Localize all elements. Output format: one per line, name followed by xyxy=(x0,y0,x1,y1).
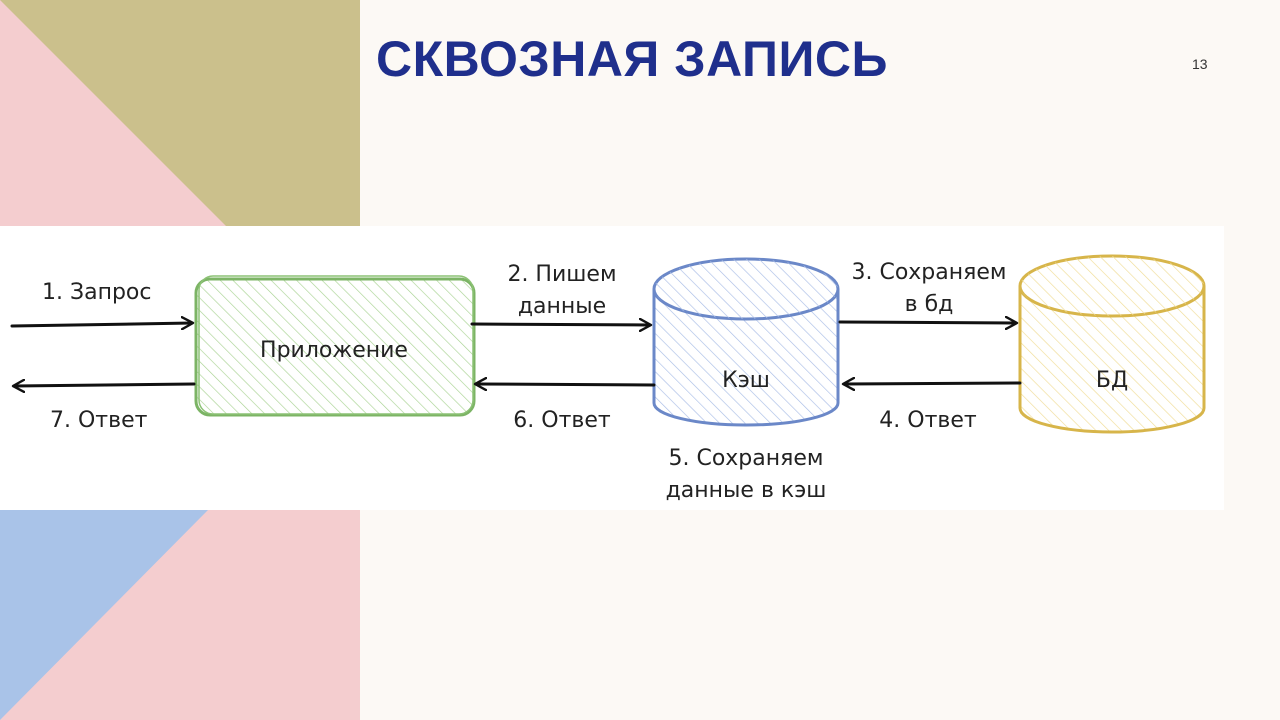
arrow-db-response xyxy=(844,383,1022,384)
step-write-label-2: данные xyxy=(517,294,607,319)
step-save-cache-label-1: 5. Сохраняем xyxy=(668,446,824,471)
page-number: 13 xyxy=(1192,56,1208,72)
deco-olive-triangle xyxy=(0,0,360,226)
cache-label: Кэш xyxy=(722,368,770,393)
step-save-db-label-2: в бд xyxy=(904,292,954,317)
deco-blue-triangle xyxy=(0,510,208,720)
step-write-label-1: 2. Пишем xyxy=(507,262,617,287)
arrow-request xyxy=(10,323,192,326)
app-node xyxy=(194,275,476,417)
step-db-response-label: 4. Ответ xyxy=(879,408,977,433)
arrow-write-data xyxy=(470,324,650,325)
db-label: БД xyxy=(1095,368,1129,393)
step-cache-response-label: 6. Ответ xyxy=(513,408,611,433)
db-node xyxy=(1018,254,1206,434)
app-label: Приложение xyxy=(260,338,408,363)
diagram-panel: Приложение Кэш БД 1. Запрос 2. Пишем дан… xyxy=(0,226,1224,510)
arrow-app-response xyxy=(14,384,196,386)
step-app-response-label: 7. Ответ xyxy=(50,408,148,433)
diagram-canvas xyxy=(10,254,1206,434)
arrow-save-db xyxy=(838,322,1016,323)
step-request-label: 1. Запрос xyxy=(42,280,152,305)
step-save-db-label-1: 3. Сохраняем xyxy=(851,260,1007,285)
cache-node xyxy=(652,257,840,427)
step-save-cache-label-2: данные в кэш xyxy=(665,478,827,503)
slide-title: СКВОЗНАЯ ЗАПИСЬ xyxy=(376,31,888,87)
arrow-cache-response xyxy=(476,384,656,385)
background-decoration xyxy=(0,0,360,720)
